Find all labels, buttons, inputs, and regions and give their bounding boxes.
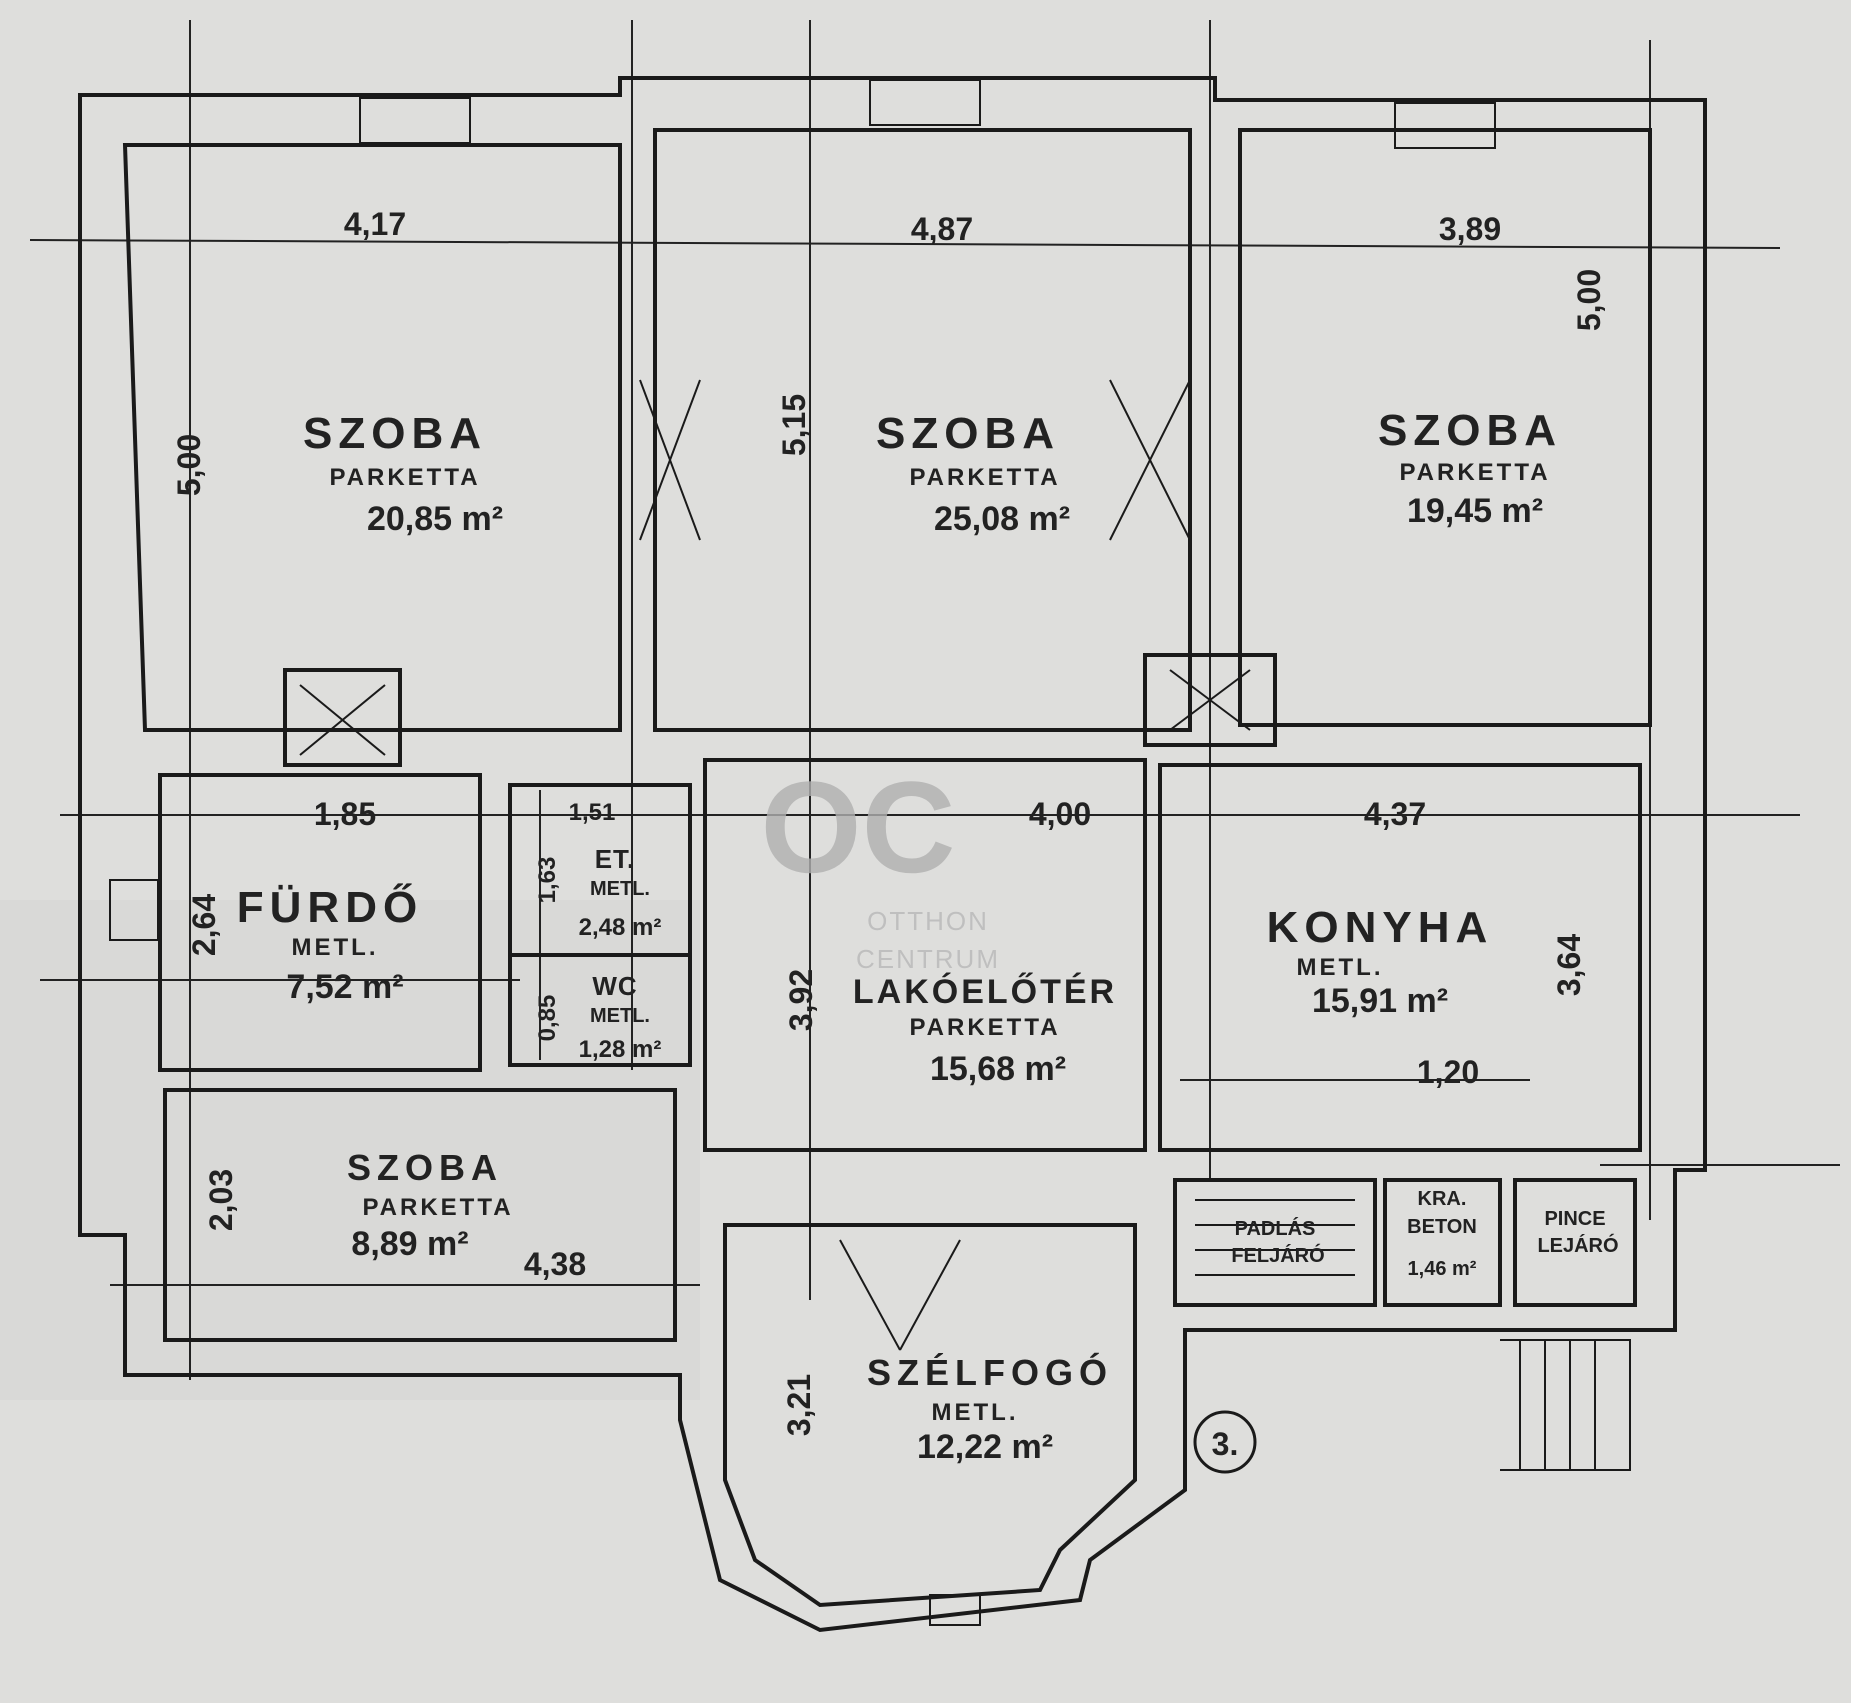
- room-name: SZOBA: [876, 409, 1060, 458]
- dim-h-kon: 3,64: [1551, 934, 1587, 996]
- room-name: SZOBA: [347, 1147, 503, 1188]
- dim-w2: 4,87: [911, 211, 973, 247]
- dim-h1: 5,00: [171, 434, 207, 496]
- pince-line1: PINCE: [1544, 1208, 1605, 1230]
- label-3: 3.: [1212, 1426, 1239, 1462]
- room-wc: WC METL. 1,28 m²: [579, 971, 662, 1063]
- room-floor: PARKETTA: [362, 1194, 513, 1221]
- dim-h-szel: 3,21: [781, 1374, 817, 1436]
- dim-h3: 5,00: [1571, 269, 1607, 331]
- dim-w1: 4,17: [344, 206, 406, 242]
- room-name: LAKÓELŐTÉR: [853, 973, 1117, 1011]
- room-szoba-4: SZOBA PARKETTA 8,89 m²: [347, 1147, 513, 1263]
- room-konyha: KONYHA METL. 15,91 m²: [1267, 903, 1494, 1020]
- room-floor: METL.: [1297, 954, 1384, 981]
- dim-w-furdo: 1,85: [314, 796, 376, 832]
- dim-h-lak: 3,92: [783, 969, 819, 1031]
- room-name: ET.: [595, 844, 636, 874]
- padlas-line1: PADLÁS: [1235, 1217, 1316, 1240]
- watermark: OC OTTHON CENTRUM: [761, 754, 1000, 974]
- room-area: 7,52 m²: [286, 968, 403, 1006]
- room-szoba-3: SZOBA PARKETTA 19,45 m²: [1378, 406, 1562, 530]
- room-floor: PARKETTA: [1399, 459, 1550, 486]
- room-floor: METL.: [932, 1399, 1019, 1426]
- pince-line2: LEJÁRÓ: [1537, 1233, 1618, 1257]
- walls: [78, 76, 1707, 1633]
- room-kamra: KRA. BETON 1,46 m²: [1407, 1188, 1477, 1280]
- dim-w-120: 1,20: [1417, 1054, 1479, 1090]
- dim-w-szoba4: 4,38: [524, 1246, 586, 1282]
- dimension-lines: [29, 20, 1840, 1380]
- room-name: SZÉLFOGÓ: [867, 1351, 1113, 1393]
- dim-h-szoba4: 2,03: [203, 1169, 239, 1231]
- dim-w3: 3,89: [1439, 211, 1501, 247]
- room-name: KONYHA: [1267, 903, 1494, 952]
- dim-h-furdo: 2,64: [186, 894, 222, 956]
- room-pince-lejaro: PINCE LEJÁRÓ: [1537, 1208, 1618, 1257]
- room-floor: METL.: [292, 934, 379, 961]
- dim-w-kon: 4,37: [1364, 796, 1426, 832]
- room-area: 8,89 m²: [351, 1225, 468, 1263]
- dim-w-lak: 4,00: [1029, 796, 1091, 832]
- label-3-marker: 3.: [1193, 1410, 1257, 1474]
- padlas-line2: FELJÁRÓ: [1231, 1243, 1324, 1267]
- room-name: KRA.: [1418, 1188, 1467, 1210]
- dim-h2: 5,15: [776, 394, 812, 456]
- dim-h-wc: 0,85: [534, 995, 561, 1042]
- room-floor: PARKETTA: [909, 1014, 1060, 1041]
- room-floor: BETON: [1407, 1216, 1477, 1238]
- room-area: 20,85 m²: [367, 500, 503, 538]
- room-floor: METL.: [590, 1005, 650, 1027]
- watermark-line1: OTTHON: [867, 906, 989, 936]
- room-szoba-2: SZOBA PARKETTA 25,08 m²: [876, 409, 1070, 538]
- room-area: 15,68 m²: [930, 1050, 1066, 1088]
- room-furdo: FÜRDŐ METL. 7,52 m²: [237, 882, 423, 1006]
- room-area: 12,22 m²: [917, 1428, 1053, 1466]
- dim-w-et: 1,51: [569, 799, 616, 826]
- room-name: FÜRDŐ: [237, 882, 423, 932]
- room-area: 2,48 m²: [579, 914, 662, 941]
- dim-h-et: 1,63: [534, 857, 561, 904]
- room-name: SZOBA: [303, 409, 487, 458]
- room-area: 19,45 m²: [1407, 492, 1543, 530]
- room-floor: METL.: [590, 878, 650, 900]
- room-et: ET. METL. 2,48 m²: [579, 844, 662, 941]
- watermark-mark: OC: [761, 754, 956, 900]
- room-floor: PARKETTA: [329, 464, 480, 491]
- watermark-line2: CENTRUM: [856, 944, 1000, 974]
- room-name: WC: [592, 971, 637, 1001]
- dimension-labels: 4,17 4,87 3,89 5,00 5,15 5,00 1,85 1,51 …: [171, 206, 1607, 1436]
- room-area: 25,08 m²: [934, 500, 1070, 538]
- room-area: 15,91 m²: [1312, 982, 1448, 1020]
- room-area: 1,46 m²: [1408, 1258, 1477, 1280]
- room-szoba-1: SZOBA PARKETTA 20,85 m²: [303, 409, 503, 538]
- room-szelfogo: SZÉLFOGÓ METL. 12,22 m²: [867, 1351, 1113, 1466]
- room-area: 1,28 m²: [579, 1036, 662, 1063]
- room-lakoeloter: LAKÓELŐTÉR PARKETTA 15,68 m²: [853, 973, 1117, 1088]
- room-floor: PARKETTA: [909, 464, 1060, 491]
- room-padlas-feljaro: PADLÁS FELJÁRÓ: [1231, 1217, 1324, 1267]
- room-name: SZOBA: [1378, 406, 1562, 455]
